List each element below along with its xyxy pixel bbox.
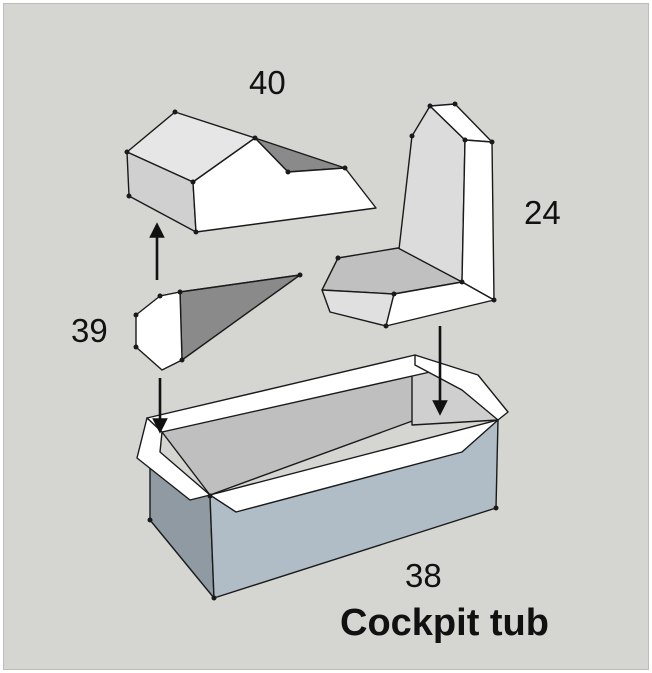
- cover-part: [124, 109, 377, 235]
- part-label-39: 39: [71, 312, 108, 349]
- cover-vertices: [124, 109, 348, 235]
- tub-flange-front: [209, 419, 499, 513]
- wedge-end-face: [135, 291, 183, 371]
- part-label-40: 40: [249, 64, 286, 101]
- seat-back-side: [461, 139, 495, 301]
- nose-wedge-part: [133, 272, 303, 371]
- assembly-arrows: [149, 222, 448, 434]
- seat-part: [321, 101, 497, 329]
- diagram-title: Cockpit tub: [340, 602, 549, 644]
- part-label-24: 24: [524, 194, 561, 231]
- tub-vertices: [147, 493, 499, 601]
- cockpit-tub-part: [136, 354, 509, 601]
- seat-vertices: [335, 101, 497, 329]
- wedge-vertices: [133, 272, 303, 363]
- seat-cushion-front: [321, 289, 395, 327]
- part-label-38: 38: [405, 557, 442, 594]
- wedge-dark-face: [179, 274, 301, 361]
